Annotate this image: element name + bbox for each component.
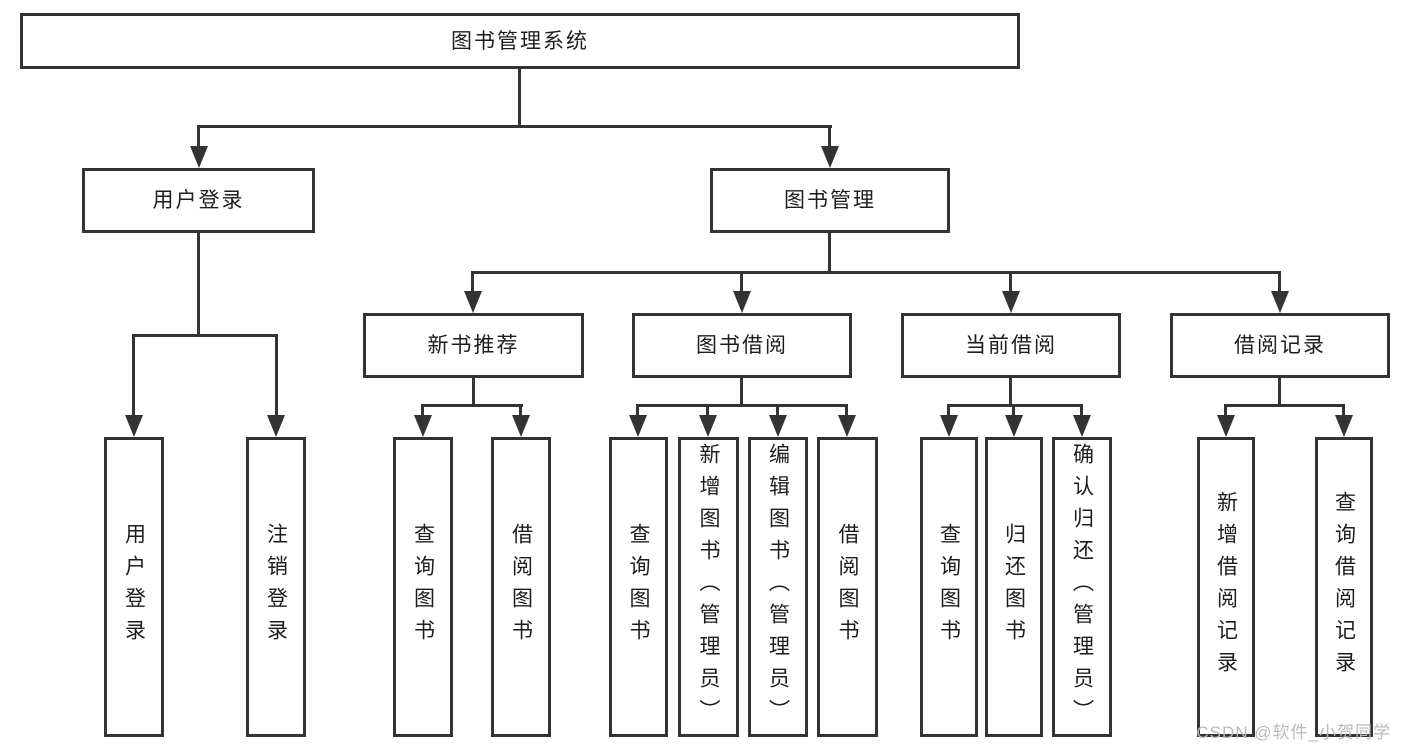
connector-v-line bbox=[1009, 271, 1012, 297]
connector-v-line bbox=[1278, 376, 1281, 407]
node-current-borrowing-label: 当前借阅 bbox=[965, 334, 1057, 357]
arrowhead-down bbox=[1217, 415, 1235, 437]
leaf-query-books-recommend-label: 查询图书 bbox=[411, 523, 435, 651]
arrowhead-down bbox=[940, 415, 958, 437]
node-borrowing-records-label: 借阅记录 bbox=[1234, 334, 1326, 357]
connector-v-line bbox=[197, 125, 200, 153]
leaf-query-books-recommend: 查询图书 bbox=[393, 437, 453, 737]
connector-v-line bbox=[828, 125, 831, 153]
arrowhead-down bbox=[1073, 415, 1091, 437]
connector-v-line bbox=[828, 231, 831, 274]
leaf-borrow-books-label: 借阅图书 bbox=[836, 523, 859, 651]
connector-v-line bbox=[197, 231, 200, 337]
connector-v-line bbox=[471, 271, 474, 297]
node-book-borrowing-label: 图书借阅 bbox=[696, 334, 788, 357]
connector-h-line bbox=[421, 404, 523, 407]
leaf-confirm-return-admin-label: 确认归还（管理员） bbox=[1070, 443, 1094, 731]
arrowhead-down bbox=[821, 146, 839, 168]
leaf-query-books-current-label: 查询图书 bbox=[937, 523, 961, 651]
arrowhead-down bbox=[699, 415, 717, 437]
arrowhead-down bbox=[464, 291, 482, 313]
arrowhead-down bbox=[1002, 291, 1020, 313]
connector-v-line bbox=[636, 404, 639, 418]
connector-v-line bbox=[1224, 404, 1227, 418]
arrowhead-down bbox=[629, 415, 647, 437]
leaf-query-books-borrowing: 查询图书 bbox=[609, 437, 668, 737]
connector-h-line bbox=[132, 334, 278, 337]
leaf-confirm-return-admin: 确认归还（管理员） bbox=[1052, 437, 1112, 737]
leaf-add-borrow-record: 新增借阅记录 bbox=[1197, 437, 1255, 737]
connector-v-line bbox=[518, 66, 521, 127]
connector-h-line bbox=[1224, 404, 1345, 407]
connector-h-line bbox=[197, 125, 832, 128]
leaf-return-book: 归还图书 bbox=[985, 437, 1043, 737]
leaf-edit-book-admin: 编辑图书（管理员） bbox=[748, 437, 808, 737]
leaf-add-book-admin: 新增图书（管理员） bbox=[678, 437, 739, 737]
connector-v-line bbox=[706, 404, 709, 418]
node-borrowing-records: 借阅记录 bbox=[1170, 313, 1390, 378]
arrowhead-down bbox=[267, 415, 285, 437]
arrowhead-down bbox=[125, 415, 143, 437]
connector-h-line bbox=[636, 404, 848, 407]
arrowhead-down bbox=[512, 415, 530, 437]
connector-v-line bbox=[845, 404, 848, 418]
leaf-user-login: 用户登录 bbox=[104, 437, 164, 737]
leaf-borrow-books-recommend-label: 借阅图书 bbox=[509, 523, 533, 651]
leaf-return-book-label: 归还图书 bbox=[1002, 523, 1026, 651]
leaf-query-borrow-record: 查询借阅记录 bbox=[1315, 437, 1373, 737]
node-current-borrowing: 当前借阅 bbox=[901, 313, 1121, 378]
arrowhead-down bbox=[769, 415, 787, 437]
node-root: 图书管理系统 bbox=[20, 13, 1020, 69]
leaf-logout: 注销登录 bbox=[246, 437, 306, 737]
node-new-book-recommend-label: 新书推荐 bbox=[427, 334, 520, 357]
node-user-login-label: 用户登录 bbox=[152, 189, 245, 212]
arrowhead-down bbox=[414, 415, 432, 437]
connector-v-line bbox=[132, 334, 135, 422]
arrowhead-down bbox=[838, 415, 856, 437]
node-book-management-label: 图书管理 bbox=[784, 189, 876, 212]
connector-v-line bbox=[776, 404, 779, 418]
leaf-borrow-books: 借阅图书 bbox=[817, 437, 878, 737]
connector-v-line bbox=[275, 334, 278, 422]
connector-v-line bbox=[519, 404, 522, 418]
connector-h-line bbox=[471, 271, 1281, 274]
connector-v-line bbox=[1342, 404, 1345, 418]
connector-v-line bbox=[1080, 404, 1083, 418]
connector-v-line bbox=[421, 404, 424, 418]
leaf-query-books-current: 查询图书 bbox=[920, 437, 978, 737]
arrowhead-down bbox=[733, 291, 751, 313]
arrowhead-down bbox=[1005, 415, 1023, 437]
leaf-logout-label: 注销登录 bbox=[264, 523, 288, 651]
connector-v-line bbox=[472, 376, 475, 407]
node-book-management: 图书管理 bbox=[710, 168, 950, 233]
arrowhead-down bbox=[190, 146, 208, 168]
connector-v-line bbox=[947, 404, 950, 418]
leaf-add-borrow-record-label: 新增借阅记录 bbox=[1214, 491, 1238, 683]
leaf-borrow-books-recommend: 借阅图书 bbox=[491, 437, 551, 737]
connector-v-line bbox=[1278, 271, 1281, 297]
leaf-add-book-admin-label: 新增图书（管理员） bbox=[697, 443, 720, 731]
connector-v-line bbox=[740, 376, 743, 407]
leaf-query-borrow-record-label: 查询借阅记录 bbox=[1332, 491, 1356, 683]
connector-v-line bbox=[740, 271, 743, 297]
csdn-watermark: CSDN @软件_小贺同学 bbox=[1196, 723, 1391, 742]
leaf-user-login-label: 用户登录 bbox=[122, 523, 146, 651]
node-user-login: 用户登录 bbox=[82, 168, 315, 233]
leaf-query-books-borrowing-label: 查询图书 bbox=[627, 523, 650, 651]
leaf-edit-book-admin-label: 编辑图书（管理员） bbox=[766, 443, 790, 731]
arrowhead-down bbox=[1335, 415, 1353, 437]
connector-v-line bbox=[1009, 376, 1012, 407]
node-book-borrowing: 图书借阅 bbox=[632, 313, 852, 378]
node-new-book-recommend: 新书推荐 bbox=[363, 313, 584, 378]
connector-v-line bbox=[1012, 404, 1015, 418]
arrowhead-down bbox=[1271, 291, 1289, 313]
node-root-label: 图书管理系统 bbox=[451, 29, 589, 53]
connector-h-line bbox=[947, 404, 1083, 407]
